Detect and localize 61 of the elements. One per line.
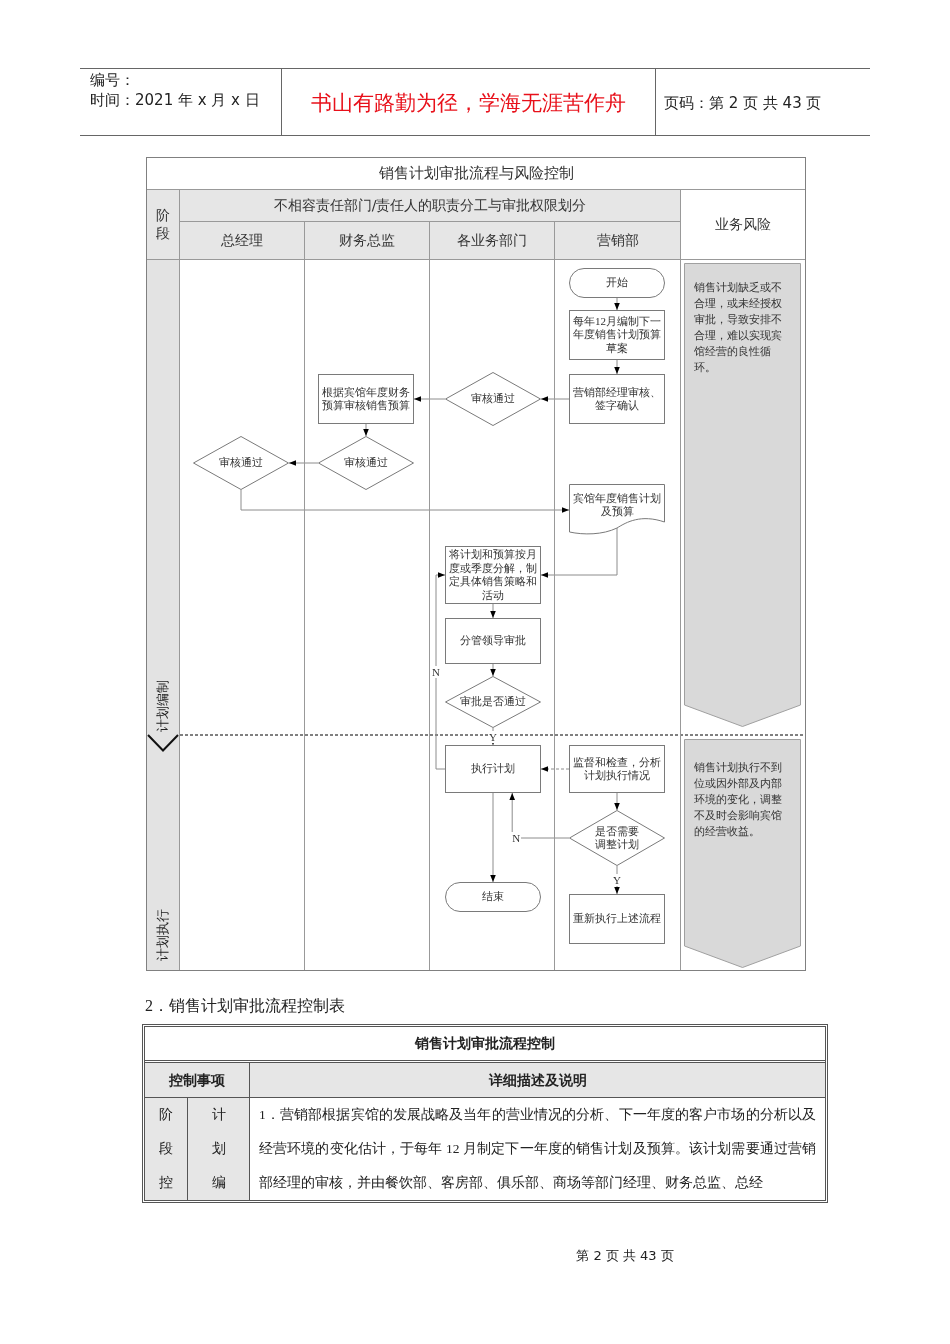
edge-label: Y (612, 874, 622, 886)
swimlane (304, 222, 429, 970)
lane-header: 营销部 (555, 222, 680, 260)
process-box: 重新执行上述流程 (569, 894, 665, 944)
arrow (614, 792, 620, 811)
terminator: 结束 (445, 882, 541, 912)
swimlane (429, 222, 554, 970)
edge-label: Y (488, 730, 498, 743)
document-shape: 宾馆年度销售计划及预算 (569, 484, 665, 536)
section-heading: 2．销售计划审批流程控制表 (145, 996, 346, 1016)
arrow (490, 792, 496, 883)
edge-label: N (511, 832, 522, 844)
arrow (490, 603, 496, 619)
risk-column (680, 190, 805, 970)
arrow (509, 792, 570, 839)
column-header: 控制事项 (145, 1063, 250, 1098)
phase-band: 计划编制 (147, 260, 179, 752)
swimlane (554, 222, 680, 970)
process-box: 监督和检查，分析计划执行情况 (569, 745, 665, 793)
edge-label: N (431, 666, 441, 678)
page-number-text: 页码：第 2 页 共 43 页 (664, 93, 823, 114)
process-box: 营销部经理审核、签字确认 (569, 374, 665, 424)
decision-diamond: 审核通过 (318, 436, 414, 490)
group-header: 不相容责任部门/责任人的职责分工与审批权限划分 (179, 190, 680, 222)
decision-diamond: 审核通过 (445, 372, 541, 426)
arrow (490, 663, 496, 677)
risk-note: 销售计划执行不到位或因外部及内部环境的变化，调整不及时会影响宾馆的经营收益。 (684, 739, 801, 968)
terminator: 开始 (569, 268, 665, 298)
row-header: 计划编 (188, 1098, 250, 1200)
arrow (614, 359, 620, 375)
process-box: 根据宾馆年度财务预算审核销售预算 (318, 374, 414, 424)
process-box: 分管领导审批 (445, 618, 541, 664)
arrow (540, 766, 570, 772)
decision-diamond: 审批是否通过 (445, 676, 541, 728)
arrow (540, 527, 618, 578)
row-header: 阶段控 (145, 1098, 188, 1200)
arrow (540, 396, 570, 402)
decision-diamond: 是否需要调整计划 (569, 810, 665, 866)
arrow (363, 423, 369, 437)
arrow (240, 489, 570, 513)
phase-header: 阶段 (147, 190, 179, 260)
decision-diamond: 审核通过 (193, 436, 289, 490)
date-text: 时间：2021 年 x 月 x 日 (90, 90, 261, 111)
process-box: 执行计划 (445, 745, 541, 793)
column-header: 详细描述及说明 (250, 1063, 825, 1098)
swimlane (179, 222, 304, 970)
arrow (288, 460, 319, 466)
description-text: 1．营销部根据宾馆的发展战略及当年的营业情况的分析、下一年度的客户市场的分析以及经营环境的变化估计，于每年 12 月制定下一年度的销售计划及预算。该计划需要通过营销部经理的审核，并由餐饮部、客房部、俱乐部、商场等部门经理、财务总监、总经 (258, 1106, 817, 1192)
field-label: 编号： (90, 71, 136, 90)
risk-note: 销售计划缺乏或不合理，或未经授权审批，导致安排不合理，难以实现宾馆经营的良性循环。 (684, 263, 801, 727)
process-box: 将计划和预算按月度或季度分解，制定具体销售策略和活动 (445, 546, 541, 604)
arrow (435, 572, 446, 770)
motto-text: 书山有路勤为径，学海无涯苦作舟 (310, 90, 627, 117)
lane-header: 各业务部门 (430, 222, 554, 260)
page-footer: 第 2 页 共 43 页 (540, 1246, 710, 1266)
lane-header: 财务总监 (305, 222, 429, 260)
lane-header: 总经理 (180, 222, 304, 260)
arrow (614, 297, 620, 311)
arrow (413, 396, 446, 402)
phase-band: 计划执行 (147, 735, 179, 970)
process-box: 每年12月编制下一年度销售计划预算草案 (569, 310, 665, 360)
